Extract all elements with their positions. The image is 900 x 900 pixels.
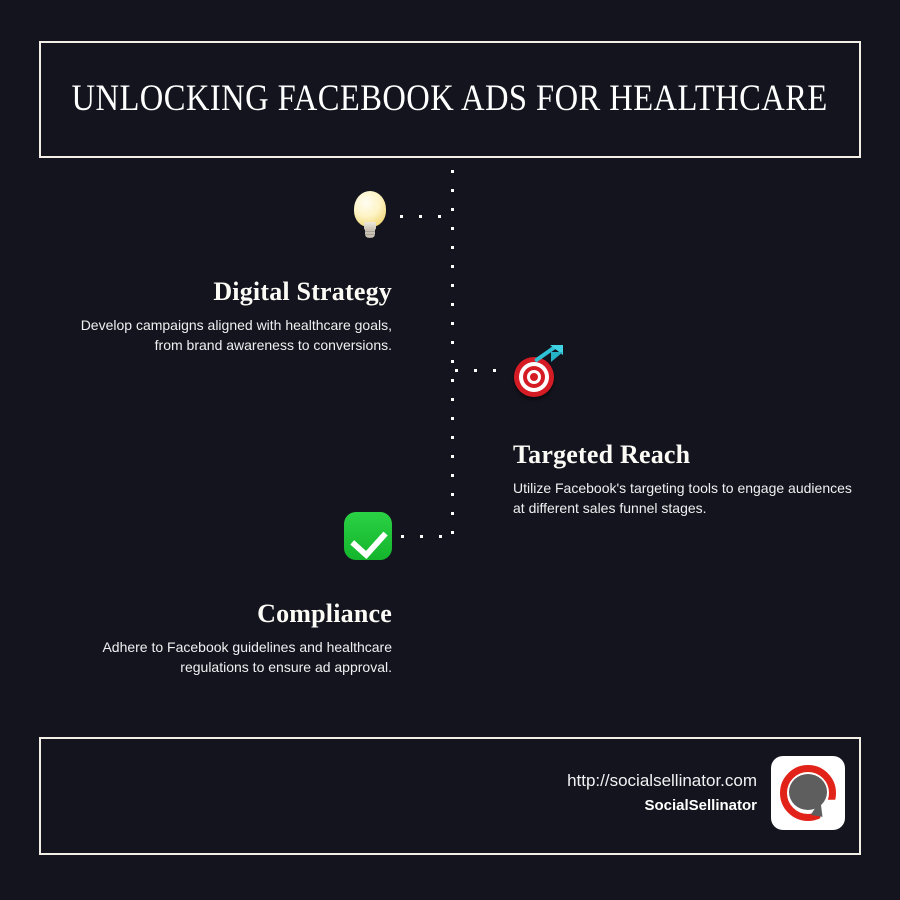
- horizontal-dotted-connector-compliance: [401, 535, 453, 538]
- page-title: Unlocking Facebook Ads for Healthcare: [71, 78, 829, 120]
- dart-fin-upper-icon: [550, 345, 563, 355]
- section-targeted-reach: Targeted Reach Utilize Facebook's target…: [513, 440, 861, 518]
- section-heading: Compliance: [257, 599, 392, 628]
- section-body: Utilize Facebook's targeting tools to en…: [513, 479, 852, 516]
- socialsellinator-logo: [771, 756, 845, 830]
- dartboard-bullseye-icon: [530, 373, 538, 381]
- lightbulb-base-icon: [365, 229, 375, 238]
- logo-speech-bubble-tail-icon: [810, 799, 826, 817]
- check-square-background-icon: [344, 512, 392, 560]
- lightbulb-neck-icon: [364, 222, 376, 230]
- lightbulb-glass-icon: [354, 191, 386, 227]
- section-heading: Digital Strategy: [213, 277, 392, 306]
- header-box: Unlocking Facebook Ads for Healthcare: [39, 41, 861, 158]
- horizontal-dotted-connector-reach: [455, 369, 507, 372]
- section-heading: Targeted Reach: [513, 440, 691, 469]
- checkmark-glyph-icon: [350, 520, 388, 560]
- horizontal-dotted-connector-strategy: [400, 215, 452, 218]
- logo-red-ring-icon: [780, 765, 836, 821]
- footer-box: http://socialsellinator.com SocialSellin…: [39, 737, 861, 855]
- dart-fin-lower-icon: [551, 352, 563, 362]
- section-body: Develop campaigns aligned with healthcar…: [80, 316, 392, 353]
- lightbulb-icon: [343, 188, 397, 242]
- section-body: Adhere to Facebook guidelines and health…: [102, 638, 392, 675]
- footer-text-group: http://socialsellinator.com SocialSellin…: [567, 768, 757, 818]
- vertical-dotted-connector: [451, 170, 454, 542]
- dartboard-target-icon: [510, 344, 564, 399]
- green-check-icon: [342, 508, 396, 562]
- brand-name: SocialSellinator: [644, 797, 757, 814]
- logo-speech-bubble-icon: [789, 774, 827, 810]
- section-digital-strategy: Digital Strategy Develop campaigns align…: [52, 277, 392, 355]
- section-compliance: Compliance Adhere to Facebook guidelines…: [48, 599, 392, 677]
- footer-content: http://socialsellinator.com SocialSellin…: [567, 756, 845, 830]
- website-url[interactable]: http://socialsellinator.com: [567, 771, 757, 790]
